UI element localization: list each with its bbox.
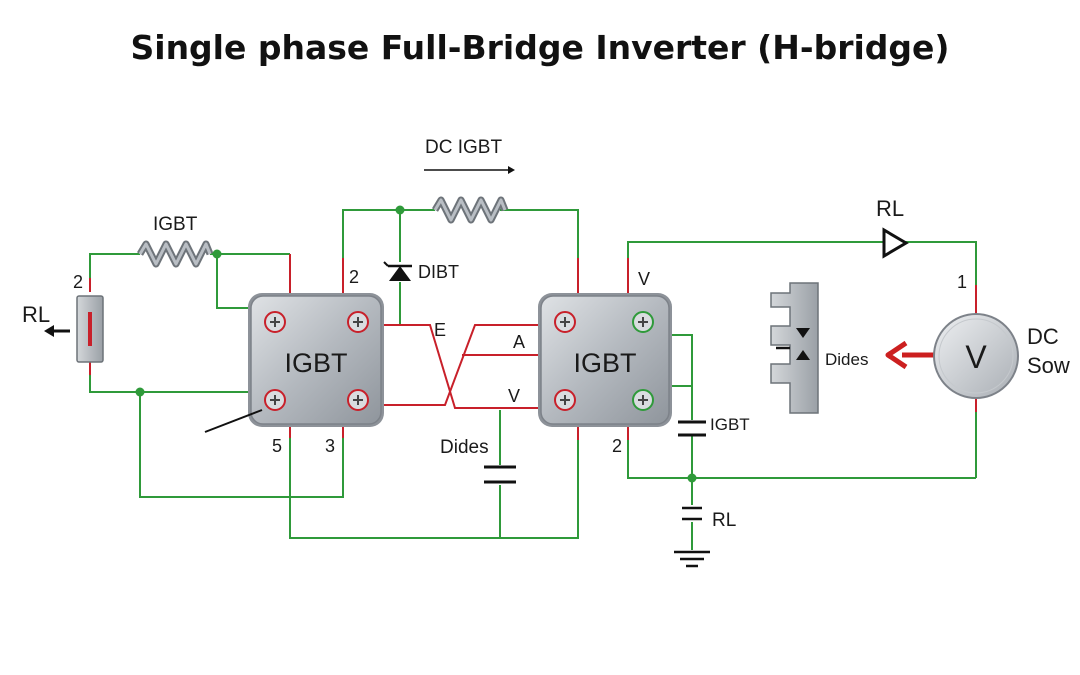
capacitor-right-icon: [678, 420, 706, 437]
red-arrow-icon: [885, 340, 934, 370]
label-top-resistor: DC IGBT: [425, 137, 502, 158]
text-labels: DC IGBT IGBT RL DIBT 2 2 5 3 E A V Dides…: [22, 137, 1070, 531]
red-wires: [89, 254, 977, 440]
label-source-v: V: [965, 339, 987, 375]
label-ground-cap: RL: [712, 510, 736, 531]
screw-terminal-icon: [347, 389, 369, 411]
wire-top-rail-right: [500, 209, 579, 258]
capacitor-center-icon: [484, 465, 516, 484]
wire-bottom-rail: [289, 430, 579, 539]
left-load-resistor: [76, 295, 104, 363]
diode-icon: [383, 261, 412, 281]
wire-cross-e2: [358, 324, 568, 406]
screw-terminal-icon: [554, 389, 576, 411]
capacitor-ground-icon: [682, 506, 702, 521]
label-left-mid-pin-top: 2: [349, 267, 359, 287]
wire-right-load-out: [905, 241, 977, 285]
label-left-resistor: IGBT: [153, 214, 198, 235]
igbt-left-label: IGBT: [284, 348, 347, 378]
screw-terminal-icon: [554, 311, 576, 333]
wire-right-bottom: [627, 432, 976, 479]
label-dides-box: Dides: [825, 350, 868, 369]
dc-source: [933, 313, 1019, 399]
label-right-capacitor: IGBT: [710, 415, 750, 434]
screw-terminal-icon: [264, 389, 286, 411]
wire-top-rail: [342, 209, 435, 258]
wire-left-top: [89, 253, 140, 292]
pointer-line: [204, 409, 263, 433]
green-wires: [89, 209, 977, 550]
current-arrow-icon: [424, 166, 515, 174]
label-right-pin-bottom: 2: [612, 436, 622, 456]
wire-left-outer-bottom: [139, 392, 344, 498]
label-top-right-load: RL: [876, 196, 904, 221]
screw-terminal-icon: [264, 311, 286, 333]
label-source-pin: 1: [957, 272, 967, 292]
left-arrow-icon: [44, 325, 70, 337]
wire-left-bottom: [89, 362, 260, 393]
diagram-title: Single phase Full-Bridge Inverter (H-bri…: [130, 28, 950, 67]
ground-icon: [674, 550, 710, 568]
load-triangle-icon: [882, 227, 909, 259]
wire-left-tap: [216, 254, 260, 309]
label-cross-e: E: [434, 320, 446, 340]
igbt-module-right: IGBT: [538, 293, 672, 427]
resistor-top-icon: [431, 196, 509, 224]
wire-right-top: [627, 241, 884, 265]
screw-terminal-icon: [632, 389, 654, 411]
screw-terminal-icon: [632, 311, 654, 333]
igbt-right-label: IGBT: [573, 348, 636, 378]
label-diode: DIBT: [418, 262, 459, 282]
junction-dots: [135, 205, 697, 483]
screw-terminal-icon: [347, 311, 369, 333]
label-source-line2: Sow: [1027, 353, 1070, 378]
label-left-pin-top: 2: [73, 272, 83, 292]
label-cross-a: A: [513, 332, 525, 352]
dides-component: [770, 282, 819, 414]
label-center-capacitor: Dides: [440, 437, 489, 458]
igbt-module-left: IGBT: [248, 293, 384, 427]
label-left-load: RL: [22, 302, 50, 327]
label-cross-v: V: [508, 386, 520, 406]
resistor-left-icon: [136, 240, 214, 268]
label-left-pin-bottom-b: 3: [325, 436, 335, 456]
wire-cross-e: [358, 324, 560, 409]
label-right-pin-top: V: [638, 269, 650, 289]
label-left-pin-bottom-a: 5: [272, 436, 282, 456]
label-source-line1: DC: [1027, 324, 1059, 349]
